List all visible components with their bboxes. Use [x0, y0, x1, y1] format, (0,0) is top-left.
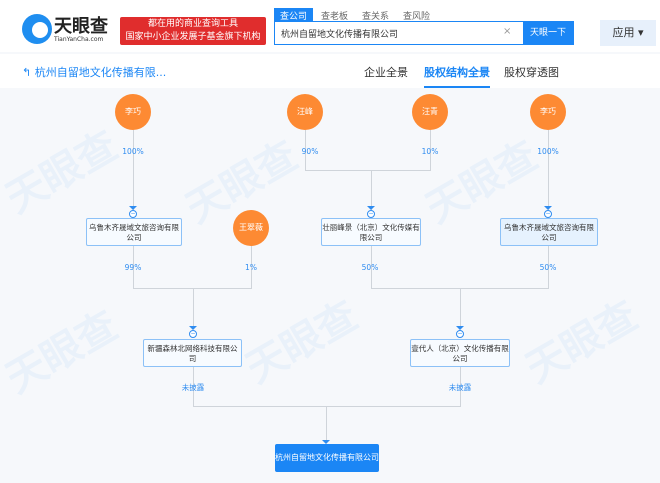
connector — [193, 366, 194, 406]
collapse-icon[interactable]: − — [189, 330, 197, 338]
connector — [460, 288, 461, 328]
connector — [305, 130, 306, 170]
share-percent: 90% — [301, 147, 319, 156]
share-percent: 10% — [421, 147, 439, 156]
connector — [430, 130, 431, 170]
connector — [548, 246, 549, 288]
slogan-banner: 都在用的商业查询工具国家中小企业发展子基金旗下机构 — [120, 17, 266, 45]
person-node[interactable]: 汪青 — [412, 94, 448, 130]
page-nav: ↰ 杭州自留地文化传播有限... 企业全景 股权结构全景 股权穿透图 — [0, 54, 660, 88]
arrow-icon — [189, 326, 197, 330]
connector — [251, 246, 252, 288]
watermark: 天眼查 — [0, 302, 126, 403]
collapse-icon[interactable]: − — [544, 210, 552, 218]
person-node[interactable]: 李巧 — [530, 94, 566, 130]
arrow-icon — [129, 206, 137, 210]
connector — [193, 288, 194, 328]
slogan-line: 都在用的商业查询工具 — [147, 19, 238, 29]
collapse-icon[interactable]: − — [129, 210, 137, 218]
header: 天眼查 TianYanCha.com 都在用的商业查询工具国家中小企业发展子基金… — [0, 0, 660, 52]
share-percent: 1% — [245, 263, 257, 272]
collapse-icon[interactable]: − — [456, 330, 464, 338]
company-node[interactable]: 壹代人（北京）文化传播有限公司 — [410, 339, 510, 367]
share-percent: 未披露 — [448, 383, 472, 392]
connector — [133, 246, 134, 288]
share-percent: 50% — [539, 263, 557, 272]
share-percent: 100% — [122, 147, 144, 156]
connector — [460, 366, 461, 406]
search-box: 杭州自留地文化传播有限公司 × 天眼一下 — [274, 21, 574, 45]
connector — [305, 170, 431, 171]
brand-name[interactable]: 天眼查 — [54, 16, 108, 37]
root-company-node[interactable]: 杭州自留地文化传播有限公司 — [275, 444, 379, 472]
person-node[interactable]: 汪峰 — [287, 94, 323, 130]
search-tab-company[interactable]: 查公司 — [274, 8, 314, 23]
search-input[interactable]: 杭州自留地文化传播有限公司 — [281, 30, 399, 40]
tab-overview[interactable]: 企业全景 — [364, 66, 408, 79]
watermark: 天眼查 — [518, 292, 646, 393]
back-link[interactable]: ↰ 杭州自留地文化传播有限... — [22, 66, 167, 79]
search-tab-relation[interactable]: 查关系 — [362, 12, 390, 22]
slogan-line: 国家中小企业发展子基金旗下机构 — [125, 32, 261, 42]
connector — [133, 130, 134, 210]
brand-domain: TianYanCha.com — [54, 36, 104, 43]
search-button[interactable]: 天眼一下 — [523, 22, 573, 44]
search-tab-boss[interactable]: 查老板 — [321, 12, 349, 22]
watermark: 天眼查 — [238, 292, 366, 393]
collapse-icon[interactable]: − — [367, 210, 375, 218]
tab-equity-penetration[interactable]: 股权穿透图 — [504, 66, 559, 79]
clear-icon[interactable]: × — [503, 26, 512, 37]
tab-equity-structure[interactable]: 股权结构全景 — [424, 64, 490, 88]
search-tabs: 查公司 查老板 查关系 查风险 — [274, 8, 438, 23]
tianyancha-logo-icon[interactable] — [22, 14, 52, 44]
person-node[interactable]: 王翠薇 — [233, 210, 269, 246]
company-node[interactable]: 壮丽峰景（北京）文化传媒有限公司 — [321, 218, 421, 246]
company-node[interactable]: 乌鲁木齐晟域文旅咨询有限公司 — [500, 218, 598, 246]
connector — [548, 130, 549, 210]
connector — [326, 406, 327, 440]
connector — [371, 170, 372, 210]
share-percent: 未披露 — [181, 383, 205, 392]
share-percent: 50% — [361, 263, 379, 272]
connector — [193, 406, 461, 407]
arrow-icon — [322, 440, 330, 444]
share-percent: 99% — [124, 263, 142, 272]
company-node[interactable]: 新疆森林北网络科技有限公司 — [143, 339, 242, 367]
connector — [133, 288, 252, 289]
watermark: 天眼查 — [0, 122, 126, 223]
company-name: 杭州自留地文化传播有限... — [34, 66, 167, 79]
arrow-icon — [367, 206, 375, 210]
company-node[interactable]: 乌鲁木齐晟域文旅咨询有限公司 — [86, 218, 182, 246]
arrow-icon — [456, 326, 464, 330]
apps-button[interactable]: 应用 ▾ — [600, 20, 656, 46]
search-tab-risk[interactable]: 查风险 — [403, 12, 431, 22]
connector — [371, 246, 372, 288]
person-node[interactable]: 李巧 — [115, 94, 151, 130]
share-percent: 100% — [537, 147, 559, 156]
arrow-icon — [544, 206, 552, 210]
